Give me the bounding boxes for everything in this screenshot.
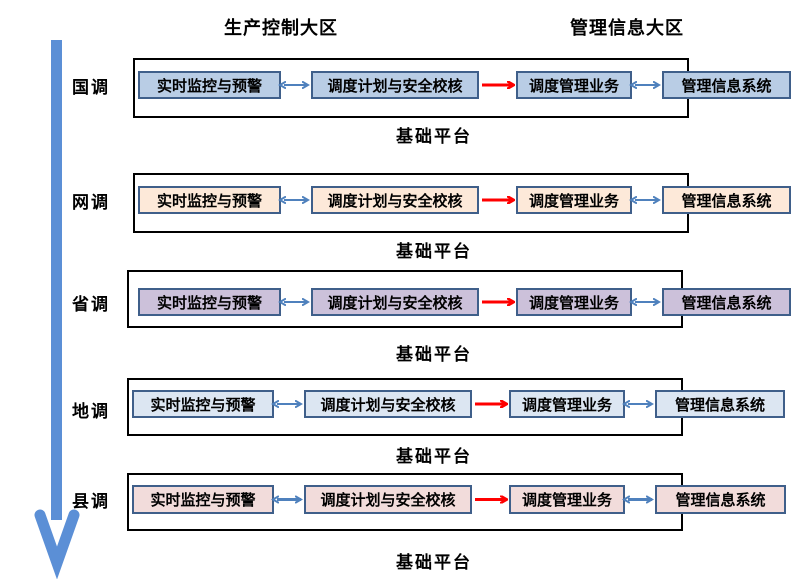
hierarchy-arrow-head <box>34 509 80 579</box>
level-label: 地调 <box>72 402 110 422</box>
module-dispatch-management[interactable]: 调度管理业务 <box>509 390 625 418</box>
platform-label: 基础平台 <box>396 345 472 365</box>
module-dispatch-management[interactable]: 调度管理业务 <box>516 71 632 99</box>
module-realtime-monitoring[interactable]: 实时监控与预警 <box>138 288 281 316</box>
module-dispatch-management[interactable]: 调度管理业务 <box>516 186 632 214</box>
management-zone-title: 管理信息大区 <box>570 18 684 39</box>
module-management-info-system[interactable]: 管理信息系统 <box>662 186 791 214</box>
platform-label: 基础平台 <box>396 127 472 147</box>
level-label: 国调 <box>72 78 110 98</box>
level-label: 网调 <box>72 193 110 213</box>
module-management-info-system[interactable]: 管理信息系统 <box>655 485 786 514</box>
module-realtime-monitoring[interactable]: 实时监控与预警 <box>132 485 274 514</box>
production-zone-title: 生产控制大区 <box>224 18 338 39</box>
module-management-info-system[interactable]: 管理信息系统 <box>662 288 791 316</box>
platform-label: 基础平台 <box>396 447 472 467</box>
module-realtime-monitoring[interactable]: 实时监控与预警 <box>138 186 281 214</box>
module-management-info-system[interactable]: 管理信息系统 <box>662 71 791 99</box>
module-dispatch-planning[interactable]: 调度计划与安全校核 <box>311 186 479 214</box>
level-label: 省调 <box>72 295 110 315</box>
module-dispatch-management[interactable]: 调度管理业务 <box>509 485 625 514</box>
module-realtime-monitoring[interactable]: 实时监控与预警 <box>132 390 274 418</box>
hierarchy-arrow-shaft <box>51 40 62 520</box>
module-dispatch-management[interactable]: 调度管理业务 <box>516 288 632 316</box>
module-realtime-monitoring[interactable]: 实时监控与预警 <box>138 71 281 99</box>
platform-label: 基础平台 <box>396 553 472 573</box>
level-label: 县调 <box>72 492 110 512</box>
module-dispatch-planning[interactable]: 调度计划与安全校核 <box>311 71 479 99</box>
module-dispatch-planning[interactable]: 调度计划与安全校核 <box>304 485 472 514</box>
module-dispatch-planning[interactable]: 调度计划与安全校核 <box>304 390 472 418</box>
platform-label: 基础平台 <box>396 242 472 262</box>
module-dispatch-planning[interactable]: 调度计划与安全校核 <box>311 288 479 316</box>
module-management-info-system[interactable]: 管理信息系统 <box>655 390 785 418</box>
